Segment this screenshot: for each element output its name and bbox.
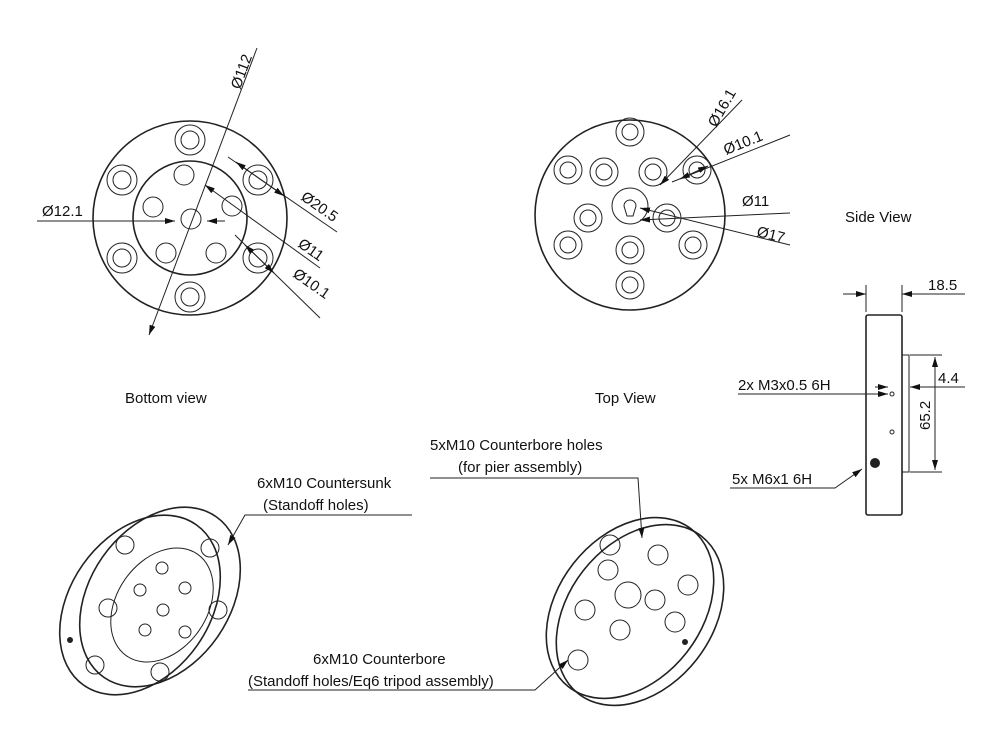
counterbore-hole — [242, 164, 274, 196]
note-countersunk-2: (Standoff holes) — [263, 497, 369, 514]
counterbore-hole — [559, 161, 577, 179]
counterbore-hole — [579, 209, 597, 227]
counterbore-hole — [638, 157, 668, 187]
counterbore-hole — [112, 170, 132, 190]
side-view: Side View 18.5 65.2 4.4 2x M3x0.5 6H 5x … — [730, 209, 965, 516]
callout-m6: 5x M6x1 6H — [732, 471, 812, 488]
counterbore-hole — [595, 163, 613, 181]
counterbore-hole — [174, 124, 206, 156]
counterbore-hole — [589, 157, 619, 187]
dim-step: 4.4 — [938, 370, 959, 387]
bottom-view-caption: Bottom view — [125, 390, 207, 407]
side-view-caption: Side View — [845, 209, 912, 226]
counterbore-hole — [615, 270, 645, 300]
note-pier-1: 5xM10 Counterbore holes — [430, 437, 603, 454]
counterbore-hole — [621, 276, 639, 294]
counterbore-hole — [678, 230, 708, 260]
callout-m3: 2x M3x0.5 6H — [738, 377, 831, 394]
counterbore-hole — [644, 163, 662, 181]
bottom-view: Ø112 Ø12.1 Ø20.5 Ø11 Ø10.1 Bottom view — [37, 47, 341, 407]
counterbore-hole — [106, 164, 138, 196]
dim-outer-diameter: Ø112 — [228, 52, 256, 91]
counterbore-hole — [621, 241, 639, 259]
counterbore-hole — [615, 117, 645, 147]
dim-cb2: Ø17 — [755, 223, 787, 246]
counterbore-hole — [559, 236, 577, 254]
counterbore-hole — [180, 130, 200, 150]
counterbore-hole — [682, 155, 712, 185]
note-cb-2: (Standoff holes/Eq6 tripod assembly) — [248, 673, 494, 690]
counterbore-hole — [112, 248, 132, 268]
top-view: Ø16.1 Ø10.1 Ø11 Ø17 Top View — [534, 86, 791, 407]
counterbore-hole — [553, 155, 583, 185]
dim-boss: 65.2 — [917, 401, 934, 430]
dim-hole-a: Ø11 — [295, 235, 327, 265]
counterbore-hole — [684, 236, 702, 254]
dim-hole-b: Ø10.1 — [290, 265, 333, 302]
iso-view-bottom: 6xM10 Countersunk (Standoff holes) — [58, 475, 412, 696]
counterbore-hole — [174, 281, 206, 313]
dim-center-hole: Ø12.1 — [42, 203, 83, 220]
note-cb-1: 6xM10 Counterbore — [313, 651, 446, 668]
top-view-caption: Top View — [595, 390, 656, 407]
iso-view-top: 5xM10 Counterbore holes (for pier assemb… — [248, 437, 725, 707]
counterbore-hole — [553, 230, 583, 260]
note-pier-2: (for pier assembly) — [458, 459, 582, 476]
counterbore-hole — [621, 123, 639, 141]
note-countersunk-1: 6xM10 Countersunk — [257, 475, 392, 492]
counterbore-hole — [573, 203, 603, 233]
counterbore-hole — [615, 235, 645, 265]
counterbore-hole — [180, 287, 200, 307]
dim-thickness: 18.5 — [928, 277, 957, 294]
dim-hole: Ø11 — [742, 193, 769, 210]
counterbore-hole — [106, 242, 138, 274]
